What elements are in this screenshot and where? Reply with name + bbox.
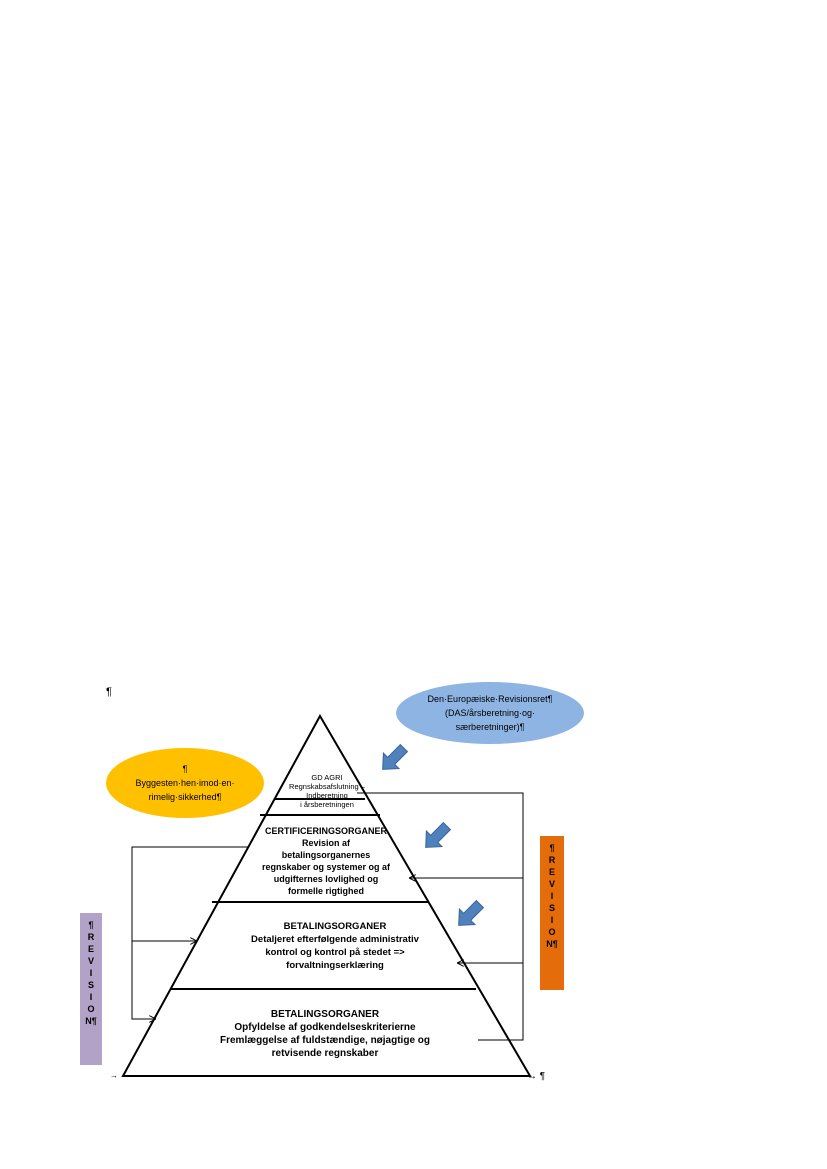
tier1-l2: Regnskabsafslutning – xyxy=(289,782,365,791)
tier-3-text: BETALINGSORGANER Detaljeret efterfølgend… xyxy=(230,920,440,972)
rev-left-5: S xyxy=(87,980,94,990)
right-feedback-line xyxy=(357,792,524,1041)
tier3-l1: BETALINGSORGANER xyxy=(283,921,387,932)
tier2-l6: formelle rigtighed xyxy=(287,886,364,896)
assurance-line2: Byggesten·hen·imod·en· xyxy=(135,778,235,788)
tier4-l4: retvisende regnskaber xyxy=(271,1048,379,1059)
pyramid-outline xyxy=(121,713,532,1077)
rev-right-4: I xyxy=(550,891,554,901)
rev-left-8: N¶ xyxy=(85,1016,97,1026)
tier3-l2: Detaljeret efterfølgende administrativ xyxy=(251,934,419,945)
auditor-line1: Den·Europæiske·Revisionsret¶ xyxy=(427,694,553,704)
left-feedback-line xyxy=(131,846,248,1019)
blue-arrow-1 xyxy=(382,743,409,770)
rev-right-6: I xyxy=(550,915,554,925)
tier-4-text: BETALINGSORGANER Opfyldelse af godkendel… xyxy=(180,1008,470,1060)
assurance-line1: ¶ xyxy=(182,764,188,774)
rev-left-1: R xyxy=(87,932,95,942)
revision-box-right: ¶ R E V I S I O N¶ xyxy=(540,836,564,990)
tier2-l3: betalingsorganernes xyxy=(281,850,371,860)
revision-box-left: ¶ R E V I S I O N¶ xyxy=(80,913,102,1065)
line-end-right: → ¶ xyxy=(527,1071,546,1082)
rev-right-5: S xyxy=(548,903,555,913)
rev-right-1: R xyxy=(548,855,556,865)
tier2-l4: regnskaber og systemer og af xyxy=(261,862,391,872)
tier3-l4: forvaltningserklæring xyxy=(286,960,384,971)
auditor-line3: særberetninger)¶ xyxy=(455,722,525,732)
tier4-l1: BETALINGSORGANER xyxy=(270,1009,380,1020)
assurance-line3: rimelig·sikkerhed¶ xyxy=(148,792,222,802)
tier1-l3: Indberetning xyxy=(306,791,348,800)
tier-1-text: GD AGRI Regnskabsafslutning – Indberetni… xyxy=(275,773,379,809)
rev-left-0: ¶ xyxy=(88,920,94,930)
rev-left-2: E xyxy=(87,944,94,954)
rev-right-8: N¶ xyxy=(546,939,558,949)
rev-right-3: V xyxy=(548,879,555,889)
rev-left-7: O xyxy=(87,1004,95,1014)
auditor-ellipse: Den·Europæiske·Revisionsret¶ (DAS/årsber… xyxy=(396,682,584,744)
assurance-ellipse: ¶ Byggesten·hen·imod·en· rimelig·sikkerh… xyxy=(106,748,264,818)
tier2-l5: udgifternes lovlighed og xyxy=(273,874,379,884)
tier4-l2: Opfyldelse af godkendelseskriterierne xyxy=(234,1022,416,1033)
rev-left-3: V xyxy=(87,956,94,966)
auditor-line2: (DAS/årsberetning·og· xyxy=(444,708,536,718)
tier4-l3: Fremlæggelse af fuldstændige, nøjagtige … xyxy=(219,1035,431,1046)
rev-right-7: O xyxy=(548,927,556,937)
rev-right-2: E xyxy=(548,867,555,877)
tier1-l4: i årsberetningen xyxy=(300,800,354,809)
tier1-l1: GD AGRI xyxy=(311,773,343,782)
rev-right-0: ¶ xyxy=(549,843,555,853)
tier2-l1: CERTIFICERINGSORGANER xyxy=(264,826,387,836)
blue-arrow-2 xyxy=(425,821,452,848)
rev-left-6: I xyxy=(89,992,93,1002)
line-end-left: → xyxy=(110,1071,118,1080)
blue-arrow-3 xyxy=(458,899,485,926)
tier-2-text: CERTIFICERINGSORGANER Revision af betali… xyxy=(250,825,402,897)
tier2-l2: Revision af xyxy=(301,838,350,848)
rev-left-4: I xyxy=(89,968,93,978)
pilcrow-mark: ¶ xyxy=(106,686,112,698)
tier3-l3: kontrol og kontrol på stedet => xyxy=(265,947,405,958)
